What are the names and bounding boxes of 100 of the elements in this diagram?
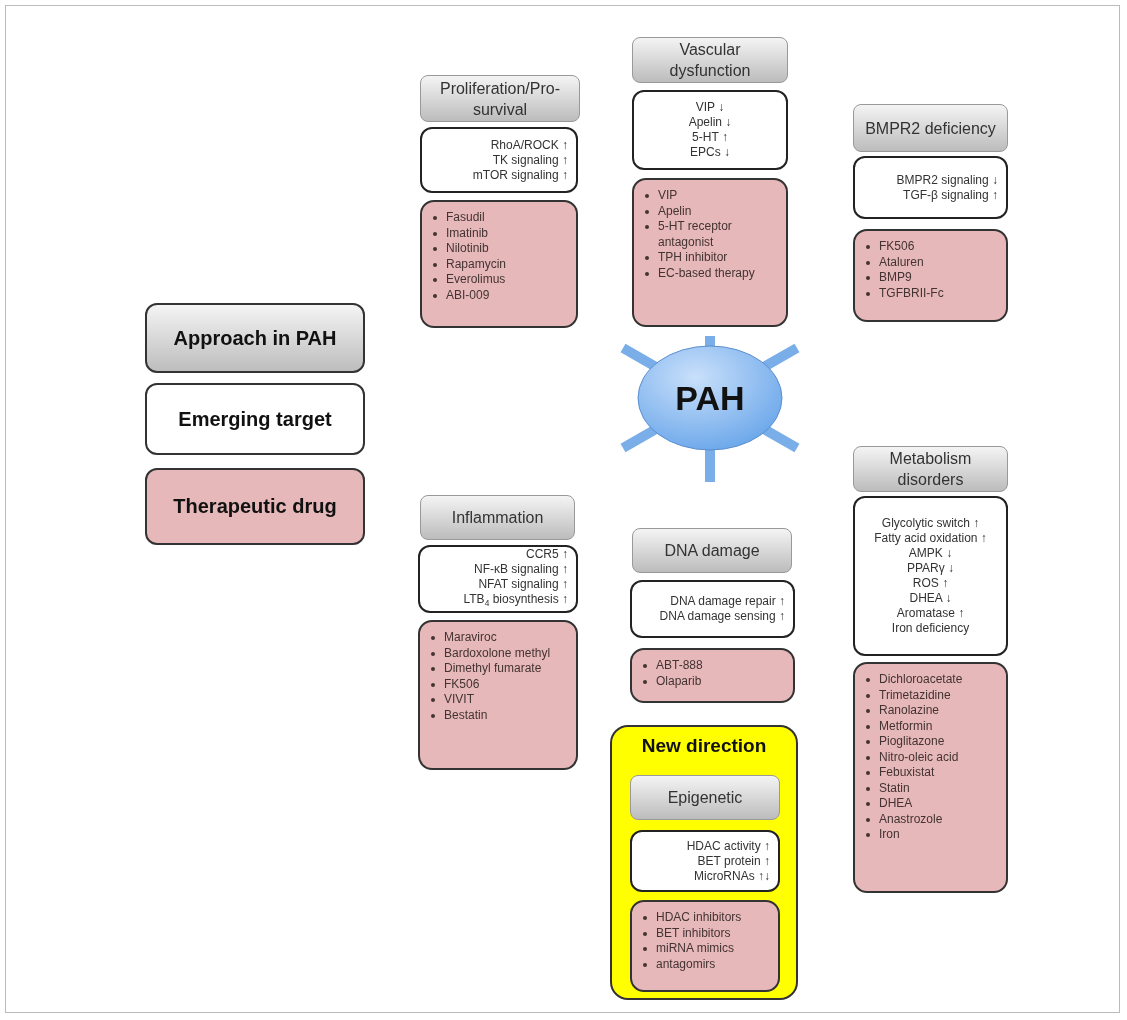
target-item: BMPR2 signaling ↓ — [896, 172, 998, 188]
drug-box — [630, 900, 780, 992]
drug-item: TGFBRII-Fc — [879, 285, 944, 300]
target-box — [630, 580, 795, 638]
drug-item: Apelin — [658, 203, 692, 218]
drug-box — [632, 178, 788, 327]
target-item: 5-HT ↑ — [692, 130, 728, 145]
drug-item: Bestatin — [444, 707, 488, 722]
central-ellipse — [637, 345, 783, 451]
drug-item: Pioglitazone — [879, 734, 945, 748]
legend-box — [145, 383, 365, 455]
target-box — [630, 830, 780, 892]
drug-item: antagomirs — [656, 956, 716, 971]
target-item: MicroRNAs ↑↓ — [694, 868, 770, 884]
drug-item: Anastrozole — [879, 811, 943, 826]
drug-item: Iron — [879, 827, 900, 841]
drug-item: Fasudil — [446, 210, 485, 224]
drug-item: Ranolazine — [879, 703, 940, 717]
target-item: HDAC activity ↑ — [686, 838, 770, 854]
target-item: DHEA ↓ — [909, 591, 952, 606]
category-label: DNA damage — [664, 541, 760, 561]
target-item: mTOR signaling ↑ — [472, 167, 568, 183]
drug-item: BET inhibitors — [656, 925, 731, 940]
target-item: NF-κB signaling ↑ — [473, 561, 568, 577]
target-item: AMPK ↓ — [908, 546, 953, 561]
target-item: TK signaling ↑ — [492, 152, 568, 168]
target-box — [853, 496, 1008, 656]
category-box — [853, 104, 1008, 152]
drug-box — [420, 200, 578, 328]
drug-item: BMP9 — [879, 270, 912, 284]
target-item: TGF-β signaling ↑ — [903, 187, 998, 203]
legend-box — [145, 303, 365, 373]
target-item: RhoA/ROCK ↑ — [490, 137, 568, 153]
drug-box — [853, 662, 1008, 893]
drug-item: VIVIT — [444, 692, 474, 706]
box-label: Approach in PAH — [173, 326, 337, 350]
drug-item: Imatinib — [446, 225, 489, 240]
target-item: Iron deficiency — [891, 621, 970, 636]
drug-item: miRNA mimics — [656, 941, 734, 955]
category-label: Vascular dysfunction — [668, 40, 752, 81]
target-item: Apelin ↓ — [688, 115, 732, 130]
target-item: LTB$_{4}$ biosynthesis ↑ — [463, 591, 568, 611]
category-label: Proliferation/Pro-survival — [438, 78, 561, 120]
category-box — [420, 495, 575, 540]
drug-item: HDAC inhibitors — [656, 910, 742, 924]
target-item: DNA damage repair ↑ — [670, 594, 785, 609]
drug-box — [630, 648, 795, 703]
target-box — [632, 90, 788, 170]
target-item: Fatty acid oxidation ↑ — [874, 531, 987, 546]
drug-item: FK506 — [879, 239, 915, 253]
drug-item: Ataluren — [879, 254, 924, 269]
target-item: BET protein ↑ — [697, 853, 770, 869]
target-box — [418, 545, 578, 613]
target-item: Aromatase ↑ — [896, 606, 965, 621]
drug-item: DHEA — [879, 796, 913, 810]
group-panel — [610, 725, 798, 1000]
target-item: NFAT signaling ↑ — [478, 576, 568, 592]
ellipse-label: PAH — [675, 378, 745, 418]
drug-item: EC-based therapy — [658, 265, 755, 280]
category-box — [632, 37, 788, 83]
drug-item: Nilotinib — [446, 241, 489, 255]
drug-item: 5-HT receptor antagonist — [658, 219, 732, 249]
box-label: Emerging target — [178, 407, 332, 431]
drug-item: Febuxistat — [879, 765, 935, 779]
category-label: Inflammation — [451, 508, 544, 528]
drug-item: FK506 — [444, 676, 480, 691]
target-item: DNA damage sensing ↑ — [659, 609, 785, 624]
category-label: Epigenetic — [667, 788, 743, 808]
drug-item: Trimetazidine — [879, 687, 951, 702]
drug-box — [418, 620, 578, 770]
category-box — [420, 75, 580, 122]
drug-box — [853, 229, 1008, 322]
drug-item: Dimethyl fumarate — [444, 661, 542, 675]
target-item: VIP ↓ — [695, 100, 725, 115]
category-box — [630, 775, 780, 820]
drug-item: Maraviroc — [444, 630, 497, 644]
category-box — [632, 528, 792, 573]
category-label: Metabolism disorders — [888, 449, 973, 490]
drug-item: ABI-009 — [446, 287, 490, 302]
group-title: New direction — [640, 735, 768, 757]
drug-item: Metformin — [879, 718, 933, 733]
target-item: EPCs ↓ — [690, 145, 730, 160]
target-box — [853, 156, 1008, 219]
drug-item: Rapamycin — [446, 256, 507, 271]
target-item: Glycolytic switch ↑ — [881, 516, 980, 531]
target-item: PPARγ ↓ — [906, 561, 955, 576]
drug-item: Bardoxolone methyl — [444, 645, 551, 660]
drug-item: TPH inhibitor — [658, 250, 728, 264]
category-box — [853, 446, 1008, 492]
drug-item: Dichloroacetate — [879, 672, 963, 686]
drug-item: Everolimus — [446, 272, 506, 286]
target-item: ROS ↑ — [912, 576, 949, 591]
drug-item: Nitro-oleic acid — [879, 749, 959, 764]
category-label: BMPR2 deficiency — [865, 118, 996, 139]
drug-item: ABT-888 — [656, 658, 703, 672]
box-label: Therapeutic drug — [173, 495, 337, 518]
drug-item: Statin — [879, 780, 910, 795]
target-item: CCR5 ↑ — [526, 546, 568, 562]
legend-box — [145, 468, 365, 545]
drug-item: Olaparib — [656, 673, 702, 688]
